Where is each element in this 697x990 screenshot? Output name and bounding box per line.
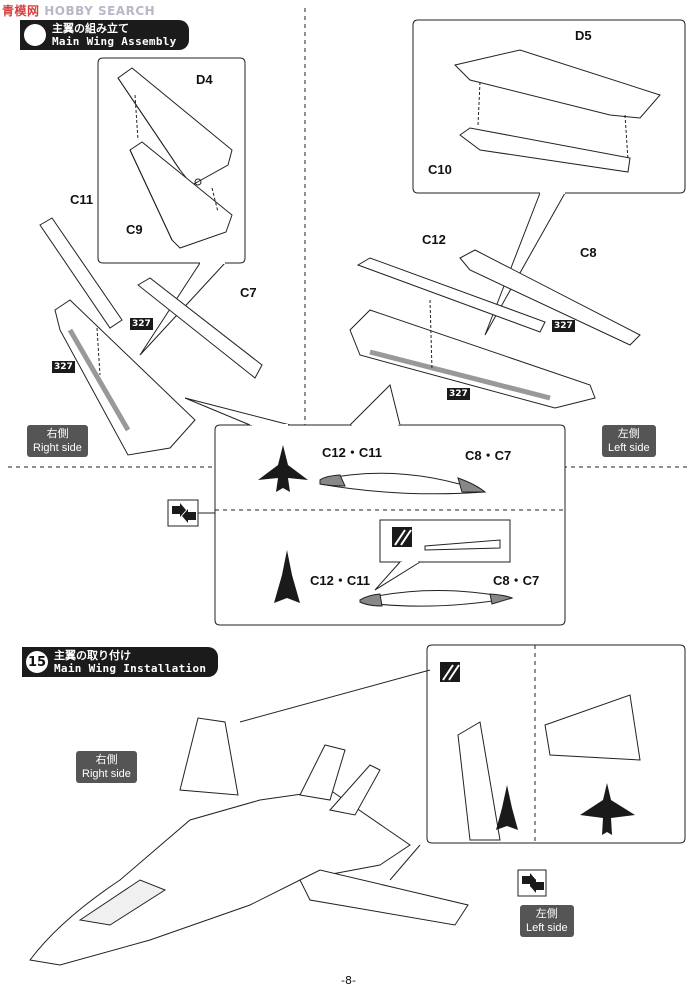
side-label-left-top-en: Left side bbox=[608, 442, 650, 454]
side-label-left-top-jp: 左側 bbox=[617, 428, 640, 440]
part-label-c8-c7-top: C8・C7 bbox=[465, 448, 512, 463]
wing-right-assembled bbox=[54, 299, 196, 456]
part-label-d5: D5 bbox=[575, 28, 592, 43]
step-15-title-en: Main Wing Installation bbox=[54, 662, 207, 675]
side-label-right-top-jp: 右側 bbox=[46, 428, 69, 440]
arrow-double-top bbox=[172, 503, 186, 517]
step-14-title-en: Main Wing Assembly bbox=[52, 35, 177, 48]
wing-left-detached bbox=[299, 869, 469, 926]
part-label-c8-c7-bottom: C8・C7 bbox=[493, 573, 540, 588]
part-label-c11: C11 bbox=[70, 192, 94, 207]
watermark-site: HOBBY SEARCH bbox=[44, 4, 156, 18]
step-14-header: 主翼の組み立て Main Wing Assembly bbox=[20, 20, 189, 50]
step-15-number: 15 bbox=[26, 651, 48, 673]
side-label-left-bottom-jp: 左側 bbox=[535, 908, 558, 920]
wing-detail-right bbox=[457, 721, 501, 841]
watermark-logo-text: 模网 bbox=[14, 4, 40, 18]
part-d5 bbox=[454, 49, 661, 119]
part-label-c12: C12 bbox=[422, 232, 446, 247]
side-label-left-bottom-en: Left side bbox=[526, 922, 568, 934]
aircraft-silhouette-extended-top bbox=[258, 445, 308, 492]
side-label-right-top: 右側 Right side bbox=[27, 425, 88, 457]
watermark: 青模网 HOBBY SEARCH bbox=[2, 2, 155, 19]
side-label-right-top-en: Right side bbox=[33, 442, 82, 454]
part-c8 bbox=[459, 249, 641, 346]
aircraft-silhouette-swept-top bbox=[274, 550, 300, 603]
step-14-number bbox=[24, 24, 46, 46]
side-label-left-top: 左側 Left side bbox=[602, 425, 656, 457]
step-15-title-jp: 主翼の取り付け bbox=[54, 649, 131, 662]
watermark-prefix: 青 bbox=[2, 4, 15, 18]
aircraft-silhouette-swept-detail bbox=[496, 785, 518, 830]
step-15-header: 15 主翼の取り付け Main Wing Installation bbox=[22, 647, 219, 677]
part-label-c8: C8 bbox=[580, 245, 597, 260]
wing-left-assembled bbox=[349, 309, 596, 409]
part-label-c9: C9 bbox=[126, 222, 143, 237]
step-14-title-jp: 主翼の組み立て bbox=[52, 22, 129, 35]
side-label-right-bottom: 右側 Right side bbox=[76, 751, 137, 783]
side-label-right-bottom-jp: 右側 bbox=[95, 754, 118, 766]
paint-tag-327-3: 327 bbox=[552, 320, 575, 332]
part-c7-left bbox=[137, 277, 263, 379]
part-label-c12-c11-top: C12・C11 bbox=[322, 445, 382, 460]
aircraft-silhouette-extended-detail bbox=[580, 783, 635, 835]
part-c12 bbox=[356, 257, 546, 333]
part-label-c10: C10 bbox=[428, 162, 452, 177]
side-label-right-bottom-en: Right side bbox=[82, 768, 131, 780]
paint-tag-327-2: 327 bbox=[52, 361, 75, 373]
part-c11-left bbox=[39, 217, 123, 329]
page-number: -8- bbox=[341, 974, 356, 987]
part-c10 bbox=[459, 127, 631, 173]
part-label-c7: C7 bbox=[240, 285, 257, 300]
wing-right-detached bbox=[179, 717, 239, 796]
part-label-c12-c11-bottom: C12・C11 bbox=[310, 573, 370, 588]
part-label-d4: D4 bbox=[196, 72, 213, 87]
paint-tag-327-4: 327 bbox=[447, 388, 470, 400]
paint-tag-327-1: 327 bbox=[130, 318, 153, 330]
side-label-left-bottom: 左側 Left side bbox=[520, 905, 574, 937]
wing-detail-left bbox=[544, 694, 641, 761]
